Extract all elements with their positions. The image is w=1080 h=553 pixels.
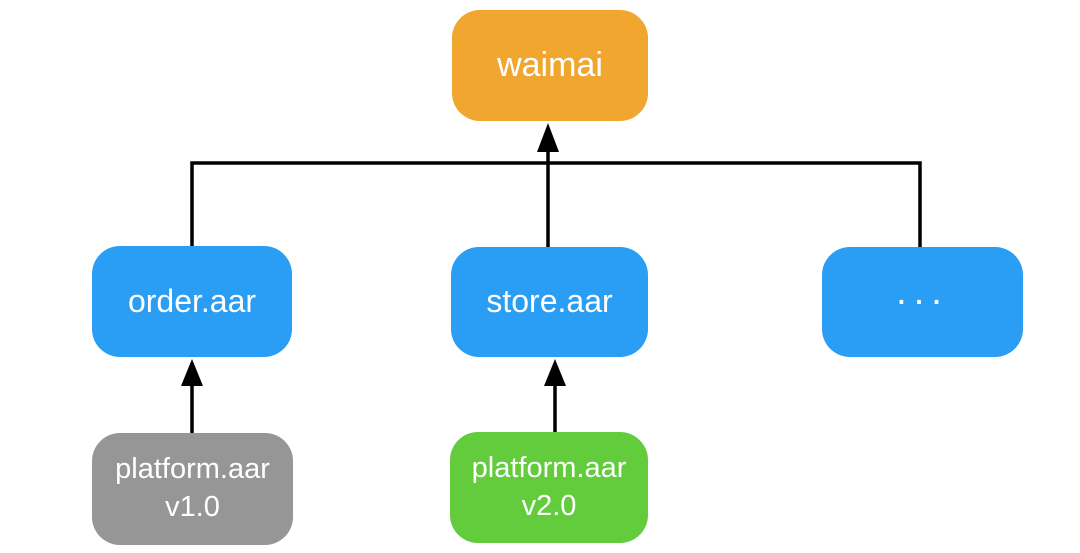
node-ellipsis-label: ... bbox=[896, 271, 949, 314]
node-waimai-label: waimai bbox=[497, 46, 603, 85]
node-platform-aar-v2-version: v2.0 bbox=[521, 489, 577, 522]
node-platform-aar-v2: platform.aar v2.0 bbox=[450, 432, 648, 543]
node-store-aar-label: store.aar bbox=[486, 283, 613, 320]
node-order-aar-label: order.aar bbox=[127, 282, 257, 319]
arrowhead-store bbox=[544, 359, 566, 386]
node-waimai: waimai bbox=[452, 10, 648, 121]
node-platform-aar-v1: platform.aar v1.0 bbox=[92, 433, 293, 545]
node-store-aar: store.aar bbox=[451, 247, 648, 357]
arrowhead-order bbox=[181, 359, 203, 386]
node-platform-aar-v2-label: platform.aar bbox=[471, 451, 627, 484]
node-platform-aar-v1-label: platform.aar bbox=[115, 453, 270, 486]
arrowhead-waimai bbox=[537, 123, 559, 152]
node-order-aar: order.aar bbox=[92, 246, 292, 357]
connector-bracket bbox=[190, 161, 922, 249]
node-platform-aar-v1-version: v1.0 bbox=[165, 491, 220, 523]
node-ellipsis: ... bbox=[822, 247, 1023, 357]
